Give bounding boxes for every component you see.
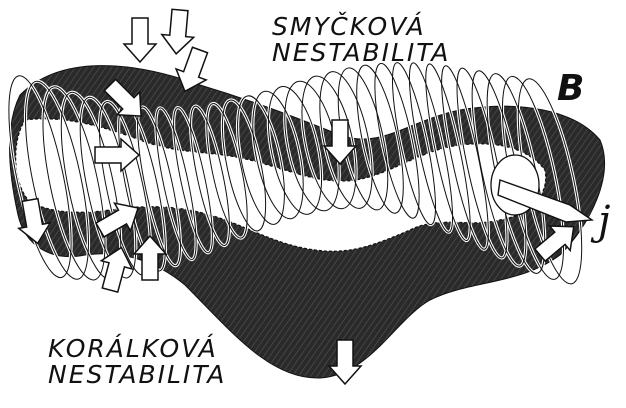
coral-instability-line-2: NESTABILITA [48,362,226,388]
coral-instability-line-1: KORÁLKOVÁ [48,336,226,362]
loop-instability-line-2: NESTABILITA [272,40,450,66]
coral-instability-label: KORÁLKOVÁ NESTABILITA [48,336,226,389]
magnetic-field-label: B [557,70,584,108]
loop-instability-line-1: SMYČKOVÁ [272,14,450,40]
current-label: j [598,200,610,242]
loop-instability-label: SMYČKOVÁ NESTABILITA [272,14,450,67]
compression-arrow-icon [124,18,156,62]
compression-arrow-icon [160,9,196,56]
